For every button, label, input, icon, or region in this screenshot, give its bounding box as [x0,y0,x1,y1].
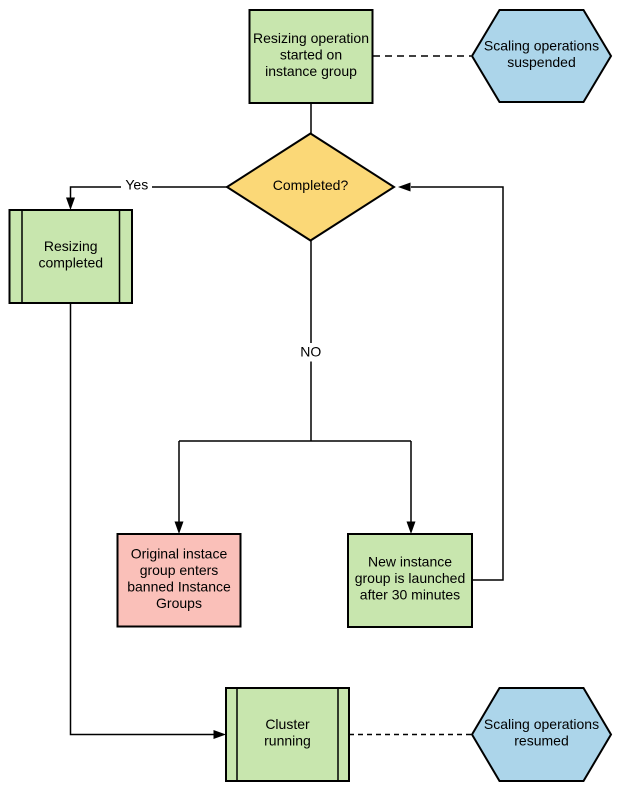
svg-text:after 30 minutes: after 30 minutes [360,586,460,602]
svg-text:NO: NO [300,343,321,359]
svg-text:group is launched: group is launched [355,570,466,586]
svg-text:resumed: resumed [514,733,568,749]
svg-text:group enters: group enters [140,562,219,578]
svg-text:running: running [264,733,311,749]
svg-text:Yes: Yes [125,177,148,193]
svg-text:instance group: instance group [265,63,357,79]
svg-text:started on: started on [280,46,342,62]
svg-text:Completed?: Completed? [273,177,349,193]
svg-text:Original instace: Original instace [131,545,228,561]
svg-text:New instance: New instance [368,553,452,569]
svg-text:Groups: Groups [156,595,202,611]
svg-text:Cluster: Cluster [265,716,310,732]
svg-text:Scaling operations: Scaling operations [484,716,599,732]
svg-text:completed: completed [38,255,103,271]
svg-text:Resizing: Resizing [44,238,98,254]
svg-text:banned Instance: banned Instance [127,578,231,594]
svg-text:suspended: suspended [507,54,576,70]
svg-text:Scaling operations: Scaling operations [484,38,599,54]
svg-text:Resizing operation: Resizing operation [253,30,369,46]
